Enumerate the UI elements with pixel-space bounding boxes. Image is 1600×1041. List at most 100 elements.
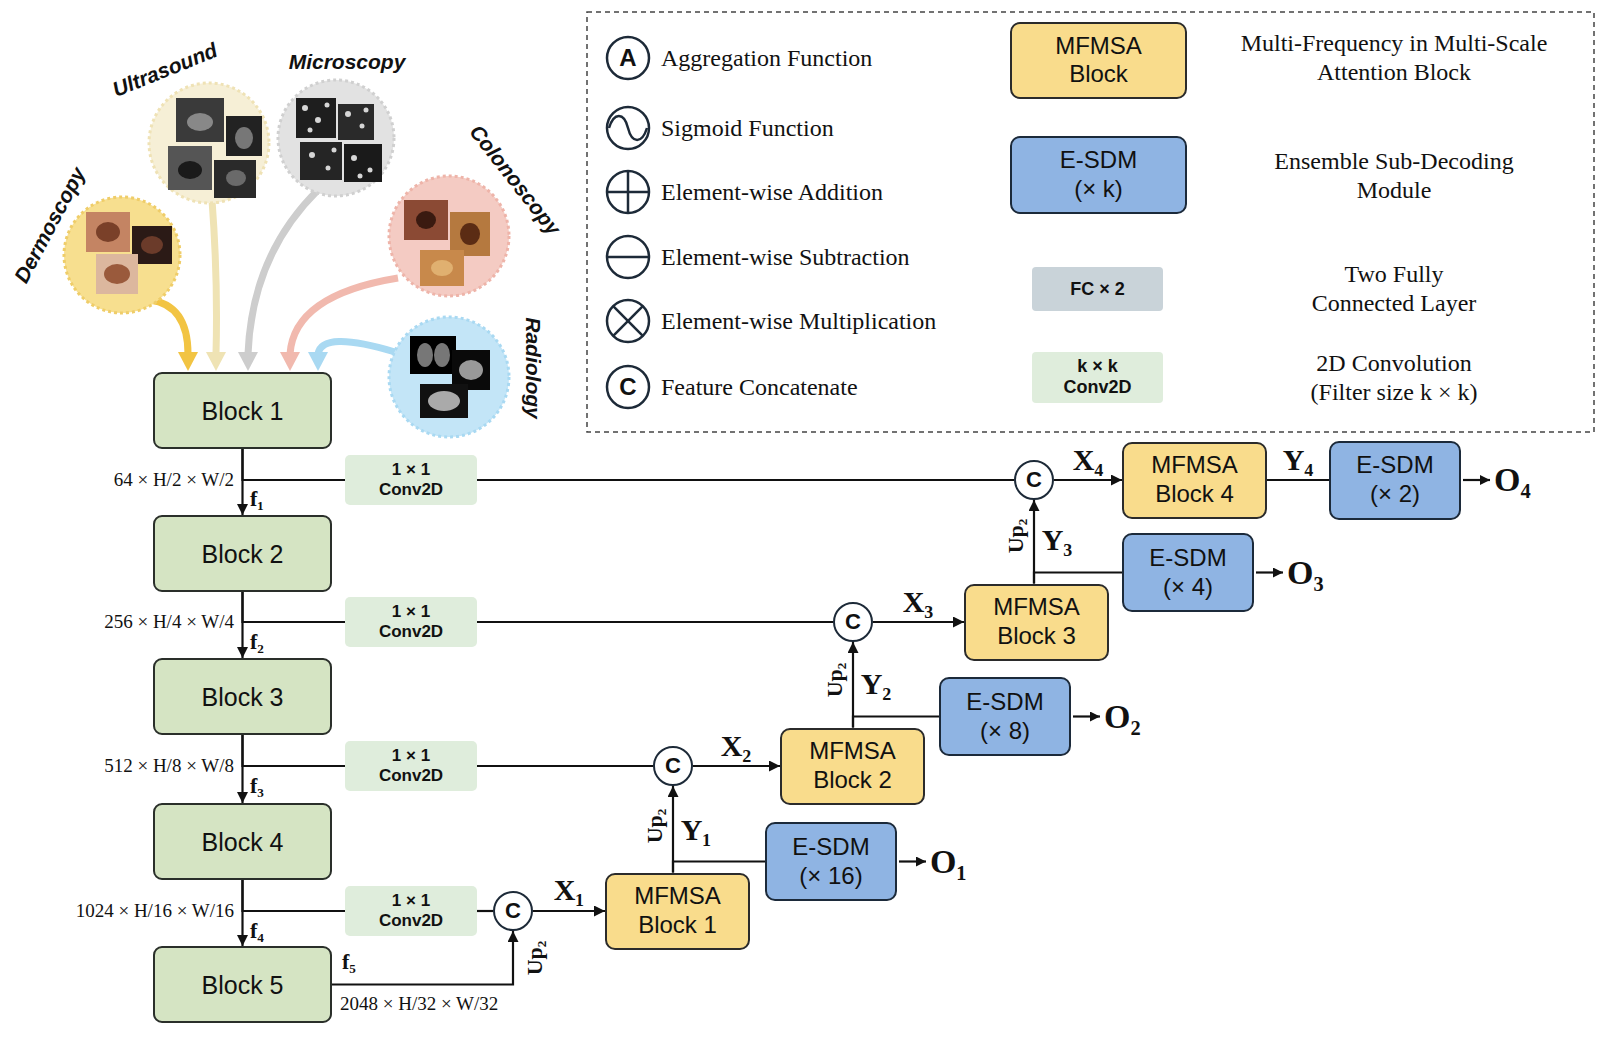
edge-label: Y₃: [1042, 523, 1073, 557]
edge-label: f₃: [250, 773, 264, 799]
cell: [345, 111, 351, 117]
sigmoid-curve: [609, 116, 647, 140]
edge-label: Y₄: [1283, 443, 1314, 477]
concat-circle: C: [653, 746, 693, 786]
subtraction-symbol: [607, 236, 649, 278]
cell: [315, 117, 321, 123]
edge-label: X₄: [1073, 443, 1104, 477]
connector: [672, 786, 674, 873]
node-text: MFMSA Block 2: [803, 737, 903, 795]
input-arrow: [290, 278, 398, 354]
edge-label: X₁: [554, 873, 585, 907]
input-arrow: [150, 300, 188, 354]
connector: [673, 862, 765, 873]
modality-image: [96, 254, 138, 294]
node-text: C: [505, 900, 521, 922]
output-label: O₃: [1287, 554, 1324, 592]
lesion: [141, 236, 163, 254]
modality-label: Ultrasound: [109, 38, 221, 102]
feature-label: f₅: [342, 949, 356, 975]
scan-detail: [434, 343, 450, 367]
mfmsa-block: MFMSA Block 1: [605, 873, 750, 950]
cell: [309, 152, 315, 158]
node-text: MFMSA Block 4: [1145, 451, 1245, 509]
scan-detail: [417, 343, 433, 367]
connector: [332, 931, 513, 985]
node-text: 1 × 1 Conv2D: [371, 891, 451, 930]
modality-label: Dermoscopy: [10, 163, 91, 287]
legend-text: Sigmoid Function: [661, 115, 834, 142]
modality-label: Radiology: [521, 317, 545, 419]
connector: [1054, 479, 1122, 481]
swatch-text: MFMSA Block: [1049, 32, 1149, 90]
connector: [477, 910, 493, 912]
edge-label: Up₂: [822, 663, 848, 698]
encoder-block: Block 1: [153, 372, 332, 449]
scan-detail: [416, 211, 436, 229]
legend-text: Element-wise Addition: [661, 179, 883, 206]
modality-image: [420, 250, 464, 286]
edge-label: Y₁: [681, 813, 712, 847]
lesion: [96, 222, 120, 242]
scan-detail: [431, 260, 453, 276]
scan-detail: [187, 113, 213, 131]
connector: [477, 765, 653, 767]
cell: [332, 148, 337, 153]
esdm-module: E-SDM (× 4): [1122, 533, 1254, 612]
connector: [693, 765, 780, 767]
input-arrowhead: [280, 352, 300, 371]
connector: [1033, 500, 1035, 584]
modality-circle: [149, 83, 269, 203]
scan-detail: [235, 127, 253, 149]
conv-box: 1 × 1 Conv2D: [345, 455, 477, 504]
modality-label: Colonoscopy: [465, 120, 566, 240]
node-text: Block 5: [202, 970, 284, 1000]
symbol-letter: C: [619, 373, 636, 401]
modality-image: [450, 212, 490, 256]
node-text: C: [845, 611, 861, 633]
input-arrowhead: [206, 352, 226, 371]
cell: [325, 103, 330, 108]
plus-bar: [627, 171, 630, 213]
modality-image: [296, 98, 336, 138]
legend-text: Element-wise Subtraction: [661, 244, 910, 271]
mfmsa-block: MFMSA Block 3: [964, 584, 1109, 661]
encoder-block: Block 4: [153, 803, 332, 880]
modality-image: [404, 200, 448, 240]
encoder-block: Block 2: [153, 515, 332, 592]
mfmsa-block: MFMSA Block 4: [1122, 442, 1267, 519]
concat-circle: C: [493, 891, 533, 931]
edge-label: X₂: [721, 729, 752, 763]
node-text: 1 × 1 Conv2D: [371, 602, 451, 641]
output-arrow: [1073, 715, 1100, 717]
node-text: Block 3: [202, 682, 284, 712]
modality-image: [410, 336, 456, 374]
node-text: C: [665, 755, 681, 777]
connector: [873, 621, 964, 623]
dimension-label: 64 × H/2 × W/2: [114, 469, 234, 491]
output-label: O₂: [1104, 698, 1141, 736]
scan-detail: [428, 391, 460, 411]
output-arrow: [1256, 571, 1283, 573]
node-text: Block 4: [202, 827, 284, 857]
cell: [302, 105, 308, 111]
input-arrow: [318, 341, 395, 354]
scan-detail: [460, 223, 480, 245]
concat-circle: C: [1014, 460, 1054, 500]
edge-label: Up₂: [1003, 519, 1029, 554]
connector: [477, 621, 833, 623]
connector: [853, 717, 939, 728]
legend-text: Element-wise Multiplication: [661, 308, 936, 335]
legend-text: Feature Concatenate: [661, 374, 858, 401]
conv-box: 1 × 1 Conv2D: [345, 886, 477, 935]
connector: [243, 592, 346, 622]
node-text: Block 2: [202, 539, 284, 569]
mfmsa-block: MFMSA Block 2: [780, 728, 925, 805]
esdm-module: E-SDM (× 16): [765, 822, 897, 901]
connector: [1034, 573, 1122, 584]
legend-frame: [587, 12, 1594, 432]
connector: [477, 479, 1014, 481]
modality-circle: [389, 317, 509, 437]
sigmoid-symbol: [607, 107, 649, 149]
